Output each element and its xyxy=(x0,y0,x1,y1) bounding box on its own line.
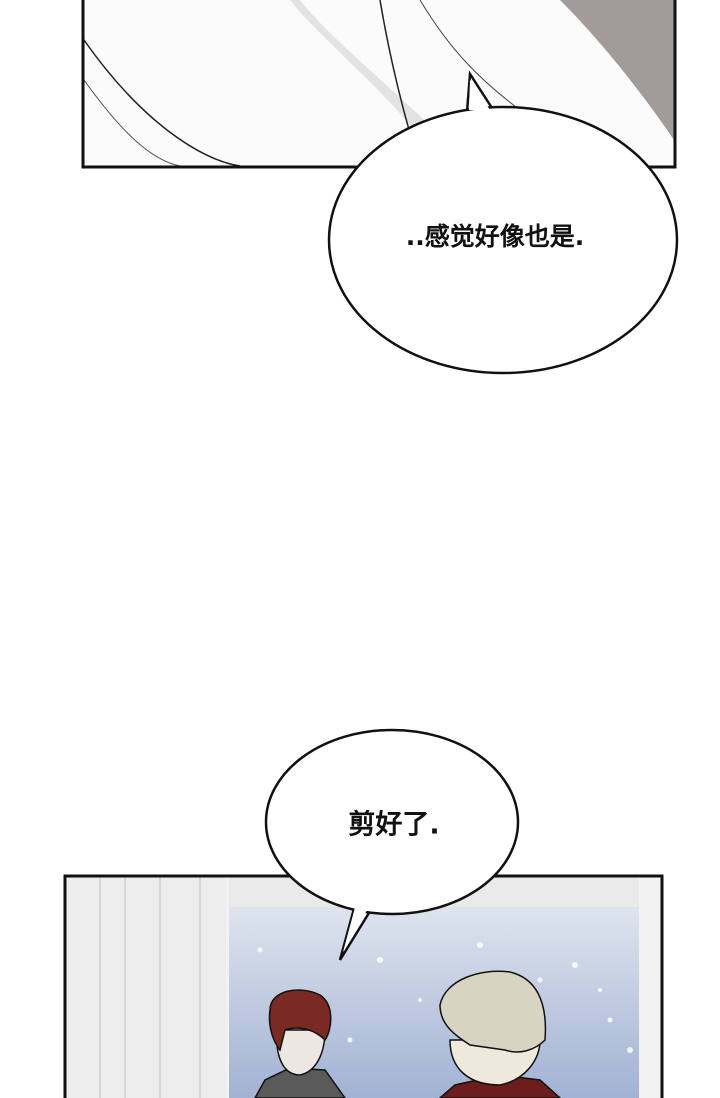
bubble-2-text: 剪好了. xyxy=(348,809,439,841)
bottom-panel xyxy=(66,877,661,1098)
red-haired-character xyxy=(254,989,346,1098)
speech-bubble-2 xyxy=(264,728,520,961)
speech-bubble-1 xyxy=(327,70,679,375)
curtain xyxy=(66,877,226,1098)
grey-shape xyxy=(560,0,674,140)
bubble-1-text: ..感觉好像也是. xyxy=(406,222,585,251)
blond-haired-character xyxy=(438,970,562,1098)
